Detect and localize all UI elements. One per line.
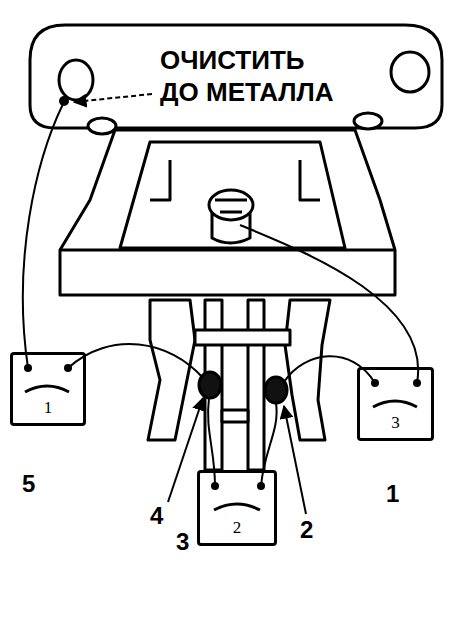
mount-bracket <box>30 25 442 128</box>
rib <box>60 160 395 250</box>
callout-number: 2 <box>300 516 313 544</box>
shaft <box>248 300 264 470</box>
arm <box>148 300 195 440</box>
meter-scale <box>214 504 260 510</box>
pointer-arrow <box>74 94 152 102</box>
note-text: ОЧИСТИТЬ ДО МЕТАЛЛА <box>160 44 336 108</box>
leader-line <box>284 406 306 514</box>
meter-box: 3 <box>357 367 434 441</box>
stud-top <box>215 200 247 212</box>
meter-number: 2 <box>233 518 242 543</box>
mount-hole <box>59 60 93 100</box>
boss <box>354 113 382 129</box>
boss <box>88 118 116 134</box>
wire <box>68 344 203 378</box>
meter-box: 1 <box>10 352 86 426</box>
mount-block <box>120 142 345 248</box>
wire <box>240 225 418 383</box>
stud <box>209 190 253 220</box>
crossbar <box>195 330 290 345</box>
callout-number: 3 <box>176 528 189 556</box>
meter-scale <box>373 401 417 407</box>
callout-number: 1 <box>386 480 399 508</box>
meter-number: 3 <box>391 413 400 438</box>
mount-hole <box>391 52 429 92</box>
arm <box>285 300 330 440</box>
crossbar <box>222 410 248 422</box>
mount-body <box>60 130 395 295</box>
meter-box: 2 <box>197 470 277 546</box>
meter-scale <box>25 386 69 392</box>
callout-number: 4 <box>150 502 163 530</box>
meter-number: 1 <box>44 398 53 423</box>
contact-dot <box>59 96 69 106</box>
callout-number: 5 <box>22 470 35 498</box>
wire <box>23 104 63 368</box>
